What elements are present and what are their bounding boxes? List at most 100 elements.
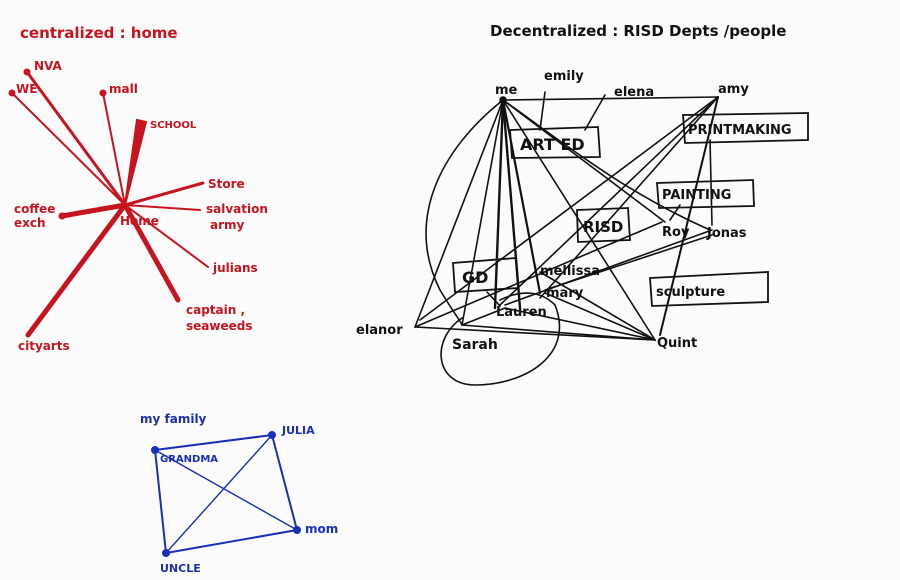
label-salvation: salvation	[206, 202, 268, 216]
centralized-title: centralized : home	[20, 24, 178, 42]
edge-home-julians	[124, 204, 209, 268]
label-mall: mall	[109, 82, 138, 96]
label-sarah: Sarah	[452, 337, 498, 353]
label-school: SCHOOL	[150, 120, 197, 131]
label-elanor: elanor	[356, 323, 403, 338]
edge-me-lauren-a	[493, 98, 505, 310]
label-printmaking: PRINTMAKING	[688, 123, 792, 138]
box-risd	[576, 207, 631, 243]
label-quint: Quint	[657, 336, 697, 351]
edge-home-cityarts	[25, 202, 128, 338]
label-art-ed: ART ED	[520, 135, 585, 154]
label-nva: NVA	[34, 59, 63, 73]
edge-julia-uncle	[165, 434, 273, 554]
label-mom: mom	[305, 522, 338, 536]
edge-me-emily	[539, 91, 546, 131]
edge-gd-lauren	[486, 291, 501, 307]
label-roy: Roy	[662, 225, 690, 240]
node-dot-nva	[23, 68, 31, 76]
label-julia: JULIA	[281, 424, 315, 437]
edge-home-we	[11, 92, 126, 206]
edge-mary-quint	[544, 292, 656, 341]
box-gd	[452, 257, 519, 293]
label-store: Store	[208, 177, 245, 191]
label-we: WE	[16, 82, 37, 96]
edge-elanor-quint	[414, 326, 656, 341]
edge-sarah-lauren	[461, 307, 506, 326]
label-home: Home	[120, 214, 159, 228]
label-cityarts: cityarts	[18, 339, 70, 353]
edge-me-quint	[502, 99, 656, 341]
edge-lauren-jonas	[504, 229, 713, 306]
edge-me-mary	[501, 98, 542, 295]
edge-me-sarah	[461, 99, 504, 326]
edge-home-store	[123, 181, 205, 207]
node-dot-we	[8, 89, 16, 97]
label-mellissa: mellissa	[540, 264, 600, 279]
curve-me-jonas	[502, 99, 711, 231]
box-printmaking	[682, 112, 809, 144]
edge-me-elena	[584, 94, 606, 131]
edge-amy-elanor	[419, 96, 719, 321]
loop-me-left	[425, 99, 504, 326]
label-julians: julians	[212, 261, 258, 275]
label-sculpture: sculpture	[656, 285, 725, 300]
edge-uncle-grandma	[154, 449, 167, 554]
box-painting	[656, 179, 755, 209]
label-lauren: Lauren	[496, 305, 547, 320]
edge-home-mall	[102, 92, 126, 206]
label-coffee: coffee	[14, 202, 55, 216]
label-army: army	[210, 218, 245, 232]
family-labels: my family GRANDMA JULIA mom UNCLE	[140, 412, 338, 575]
label-seaweeds: seaweeds	[186, 319, 252, 333]
edge-amy-jonas	[709, 139, 713, 226]
node-dot-julia	[268, 431, 276, 439]
loop-sarah	[440, 292, 561, 386]
decentralized-network	[414, 91, 809, 386]
edge-sarah-quint	[461, 324, 656, 341]
label-uncle: UNCLE	[160, 562, 201, 575]
label-amy: amy	[718, 82, 749, 97]
edge-amy-mary	[539, 96, 719, 299]
family-title: my family	[140, 412, 207, 426]
label-captain: captain ,	[186, 303, 245, 317]
label-me: me	[495, 83, 518, 98]
edge-mellissa-quint	[539, 271, 656, 341]
edge-home-coffee	[59, 202, 128, 219]
label-mary: mary	[546, 286, 584, 301]
label-gd: GD	[462, 268, 488, 287]
label-emily: emily	[544, 69, 584, 84]
label-exch: exch	[14, 216, 46, 230]
decentralized-title: Decentralized : RISD Depts /people	[490, 22, 786, 40]
edge-home-nva	[25, 70, 127, 207]
edge-mary-jonas	[544, 234, 713, 291]
decentralized-labels: Decentralized : RISD Depts /people me em…	[356, 22, 792, 353]
label-painting: PAINTING	[662, 188, 731, 203]
box-art-ed	[509, 126, 601, 159]
family-network	[151, 431, 301, 557]
node-dot-grandma	[151, 446, 159, 454]
node-dot-mom	[293, 526, 301, 534]
node-dot-me	[499, 96, 507, 104]
edge-home-salvation	[124, 204, 201, 211]
box-sculpture	[649, 271, 769, 307]
node-dot-coffee	[58, 212, 66, 220]
node-dot-uncle	[162, 549, 170, 557]
centralized-network	[8, 68, 209, 338]
edge-home-school	[124, 118, 148, 206]
edge-mom-uncle	[165, 529, 298, 554]
edge-amy-lauren	[499, 96, 719, 306]
edge-home-captain	[122, 202, 181, 303]
centralized-labels: centralized : home Home NVA WE mall SCHO…	[14, 24, 268, 353]
label-jonas: Jonas	[706, 226, 747, 241]
label-risd: RISD	[583, 218, 623, 236]
label-grandma: GRANDMA	[160, 454, 218, 465]
edge-me-amy	[502, 96, 719, 101]
edge-julia-mom	[271, 434, 298, 531]
node-dot-mall	[99, 89, 107, 97]
edge-grandma-julia	[154, 434, 273, 451]
edge-me-roy	[502, 99, 666, 223]
edge-lauren-quint	[504, 307, 656, 341]
edge-me-elanor	[414, 99, 504, 328]
